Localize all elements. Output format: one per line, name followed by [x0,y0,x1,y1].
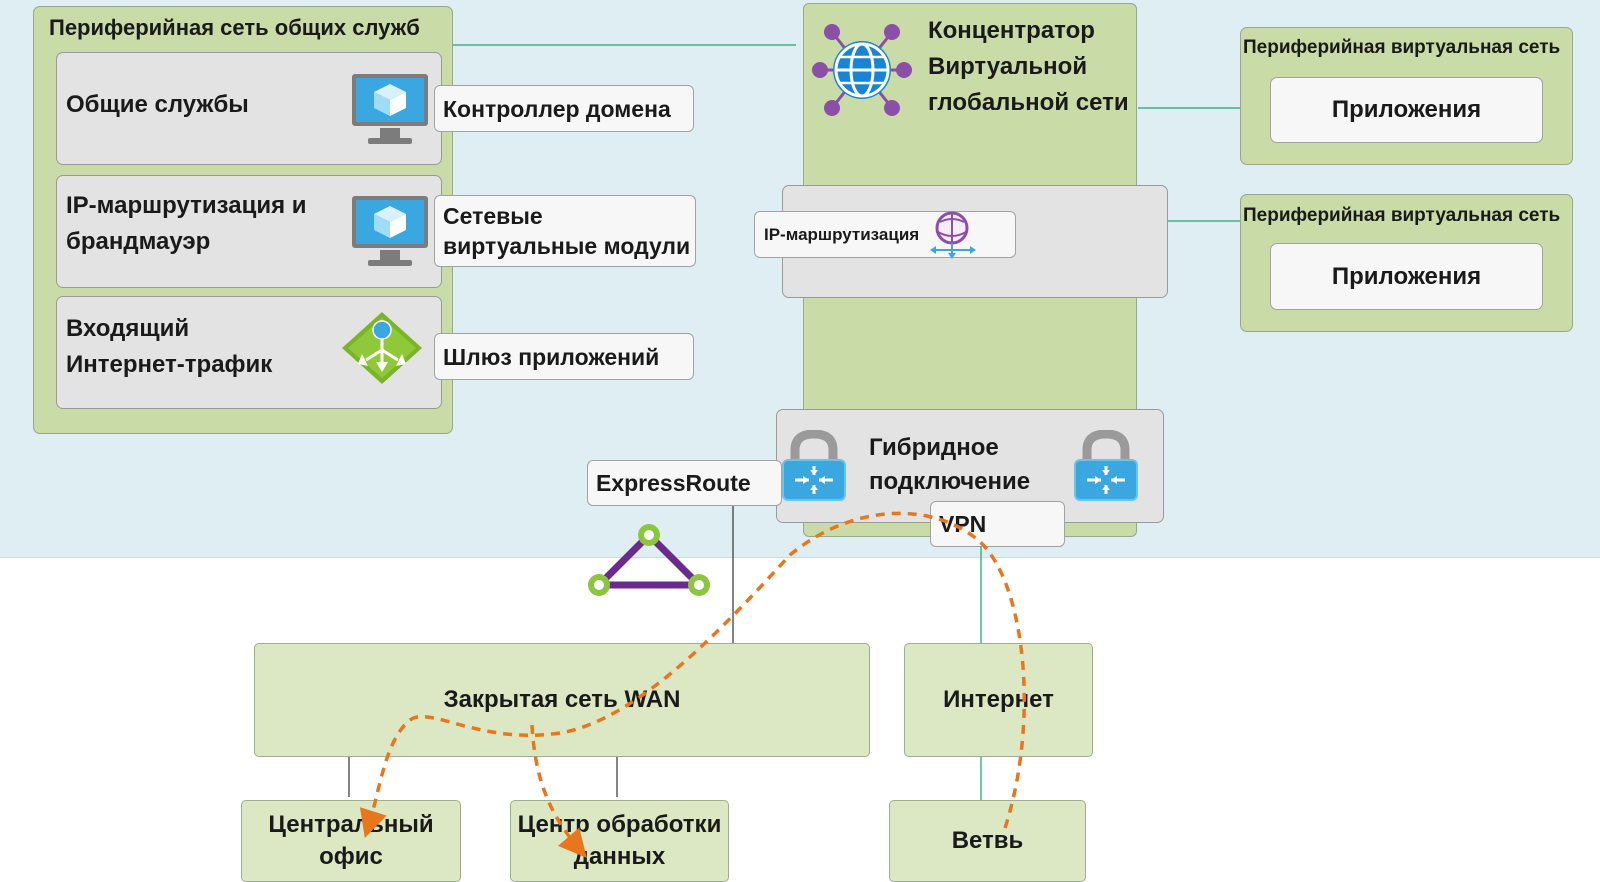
hub-title-line1: Концентратор [928,17,1095,44]
wan-to-datacenter-traffic-path [530,724,587,858]
spoke-vnet-2-title: Периферийная виртуальная сеть [1243,205,1561,226]
routing-firewall-label-line1: IP-маршрутизация и [66,192,307,219]
spoke-vnet-1-apps: Приложения [1270,77,1543,143]
virtual-machine-icon [350,72,430,148]
nva-label-line2: виртуальные модули [443,233,691,259]
private-wan-box: Закрытая сеть WAN [254,643,870,757]
inbound-label-line1: Входящий [66,315,190,342]
dc-line2: данных [573,843,666,870]
vpn-label: VPN [930,501,1065,547]
dc-line1: Центр обработки [517,811,722,838]
hybrid-label-line1: Гибридное [869,434,999,461]
application-gateway-icon [340,310,424,386]
virtual-machine-icon [350,194,430,270]
spoke-vnet-2-apps: Приложения [1270,243,1543,310]
route-table-icon [928,210,978,260]
virtual-wan-globe-icon [812,20,912,120]
common-services-label: Общие службы [66,91,249,118]
expressroute-label: ExpressRoute [587,460,782,506]
inbound-label-line2: Интернет-трафик [66,351,273,378]
spoke-vnet-1-title: Периферийная виртуальная сеть [1243,37,1561,58]
vpn-gateway-lock-icon [781,429,847,502]
headquarters-box: Центральный офис [241,800,461,882]
shared-services-title: Периферийная сеть общих служб [49,15,420,40]
hq-line1: Центральный [268,811,434,838]
app-gateway-label: Шлюз приложений [434,333,694,380]
routing-firewall-label-line2: брандмауэр [66,228,211,255]
hq-line2: офис [319,843,383,870]
branch-to-wan-traffic-path [359,511,1026,839]
nva-label: Сетевые виртуальные модули [434,195,696,267]
branch-box: Ветвь [889,800,1086,882]
nva-label-line1: Сетевые [443,203,543,229]
ip-routing-text: IP-маршрутизация [764,224,920,244]
hub-title-line2: Виртуальной [928,53,1088,80]
hybrid-label-line2: подключение [869,468,1031,495]
internet-box: Интернет [904,643,1093,757]
hub-title-line3: глобальной сети [928,89,1129,116]
domain-controller-label: Контроллер домена [434,85,694,132]
vpn-gateway-lock-icon [1073,429,1139,502]
expressroute-circuit-icon [583,521,715,601]
